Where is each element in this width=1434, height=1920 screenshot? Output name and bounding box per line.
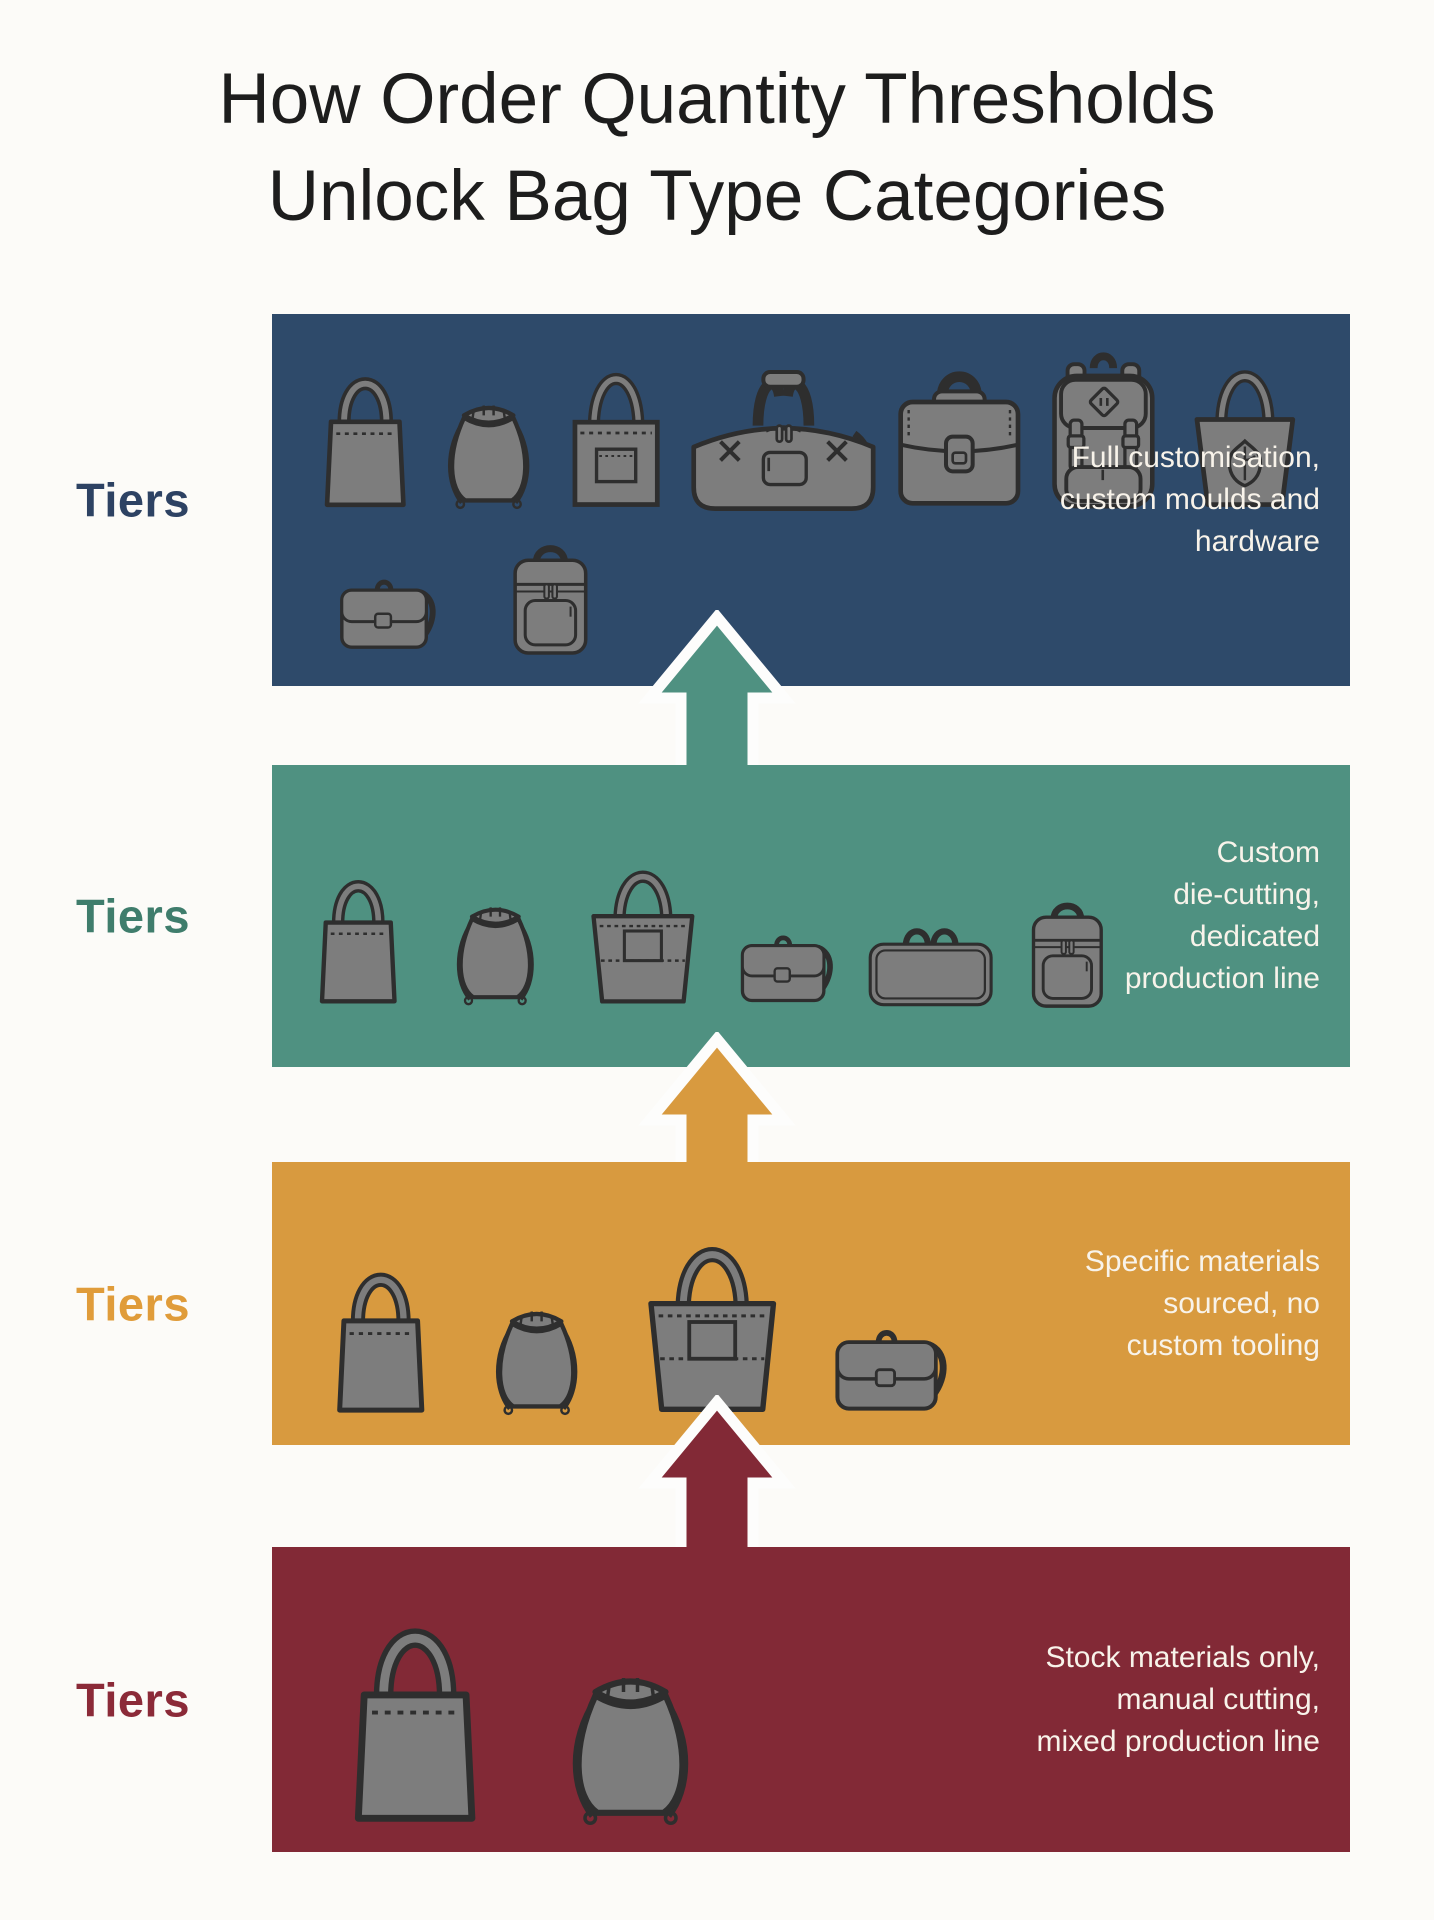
drawstring-bag-icon	[427, 366, 550, 514]
handle-tote-icon	[628, 1224, 796, 1420]
tier-2-description-line: die-cutting,	[1173, 878, 1320, 911]
duffel-bag-icon	[683, 364, 884, 514]
tier-4-description-line: mixed production line	[1036, 1724, 1321, 1758]
tier-3-description-line: Specific materials	[1084, 1244, 1320, 1278]
tier-4-description: Stock materials only, manual cutting, mixe…	[1037, 1637, 1321, 1763]
handle-tote-icon	[575, 852, 711, 1010]
tote-bag-icon	[327, 1597, 503, 1832]
tier-2-description-line: Custom	[1216, 836, 1320, 869]
tier-1-label: Tiers	[76, 473, 190, 527]
tier-1-description: Full customisation, custom moulds and hard…	[1060, 437, 1320, 563]
tier-3-bags-row-1	[317, 1224, 958, 1420]
drawstring-bag-icon	[543, 1622, 718, 1832]
tier-4-description-line: Stock materials only,	[1045, 1640, 1320, 1674]
tier-3-band: Specific materials sourced, no custom tool…	[272, 1162, 1350, 1445]
tier-1-band: Full customisation, custom moulds and hard…	[272, 314, 1350, 686]
tier-1-bags-row-2	[332, 534, 601, 657]
cooler-bag-icon	[500, 534, 601, 657]
tier-2-description-line: production line	[1124, 962, 1320, 995]
tier-1-description-line: custom moulds and	[1059, 483, 1320, 516]
messenger-bag-icon	[332, 547, 445, 657]
tier-4-label: Tiers	[76, 1673, 190, 1726]
logo-tote-icon	[1174, 352, 1316, 514]
page-title-line1: How Order Quantity Thresholds	[218, 60, 1216, 139]
tote-bag-icon	[302, 860, 415, 1010]
page-title-line2: Unlock Bag Type Categories	[267, 156, 1167, 236]
shopper-tote-icon	[552, 352, 680, 514]
tier-2-band: Custom die-cutting, dedicated production li…	[272, 765, 1350, 1067]
tier-2-description: Custom die-cutting, dedicated production li…	[1125, 832, 1320, 1000]
drawstring-bag-icon	[475, 1272, 598, 1420]
backpack-icon	[1035, 342, 1172, 514]
tier-1-bags-row-1	[272, 342, 1350, 514]
satchel-briefcase-icon	[886, 354, 1033, 514]
tier-3-description: Specific materials sourced, no custom tool…	[1085, 1241, 1320, 1367]
up-arrow-tier3-to-tier2-icon	[638, 1032, 796, 1162]
tier-1-description-line: Full customisation,	[1071, 441, 1320, 474]
tier-4-description-line: manual cutting,	[1116, 1682, 1320, 1716]
tier-2-description-line: dedicated	[1189, 920, 1320, 953]
tier-4-bags-row-1	[327, 1597, 718, 1832]
tier-3-label: Tiers	[76, 1277, 190, 1330]
tote-bag-icon	[306, 356, 425, 514]
tier-1-description-line: hardware	[1194, 525, 1320, 558]
laptop-bag-icon	[864, 914, 997, 1010]
messenger-bag-icon	[826, 1292, 957, 1420]
cooler-bag-icon	[1019, 892, 1116, 1010]
up-arrow-tier2-to-tier1-icon	[638, 610, 796, 765]
tier-2-label: Tiers	[76, 889, 190, 943]
drawstring-bag-icon	[437, 870, 554, 1010]
tote-bag-icon	[317, 1250, 445, 1420]
tier-3-description-line: sourced, no	[1163, 1286, 1320, 1320]
tier-3-description-line: custom tooling	[1126, 1328, 1320, 1362]
messenger-bag-icon	[733, 904, 842, 1010]
tier-4-band: Stock materials only, manual cutting, mixe…	[272, 1547, 1350, 1852]
up-arrow-tier4-to-tier3-icon	[638, 1395, 796, 1547]
tier-2-bags-row-1	[302, 852, 1116, 1010]
